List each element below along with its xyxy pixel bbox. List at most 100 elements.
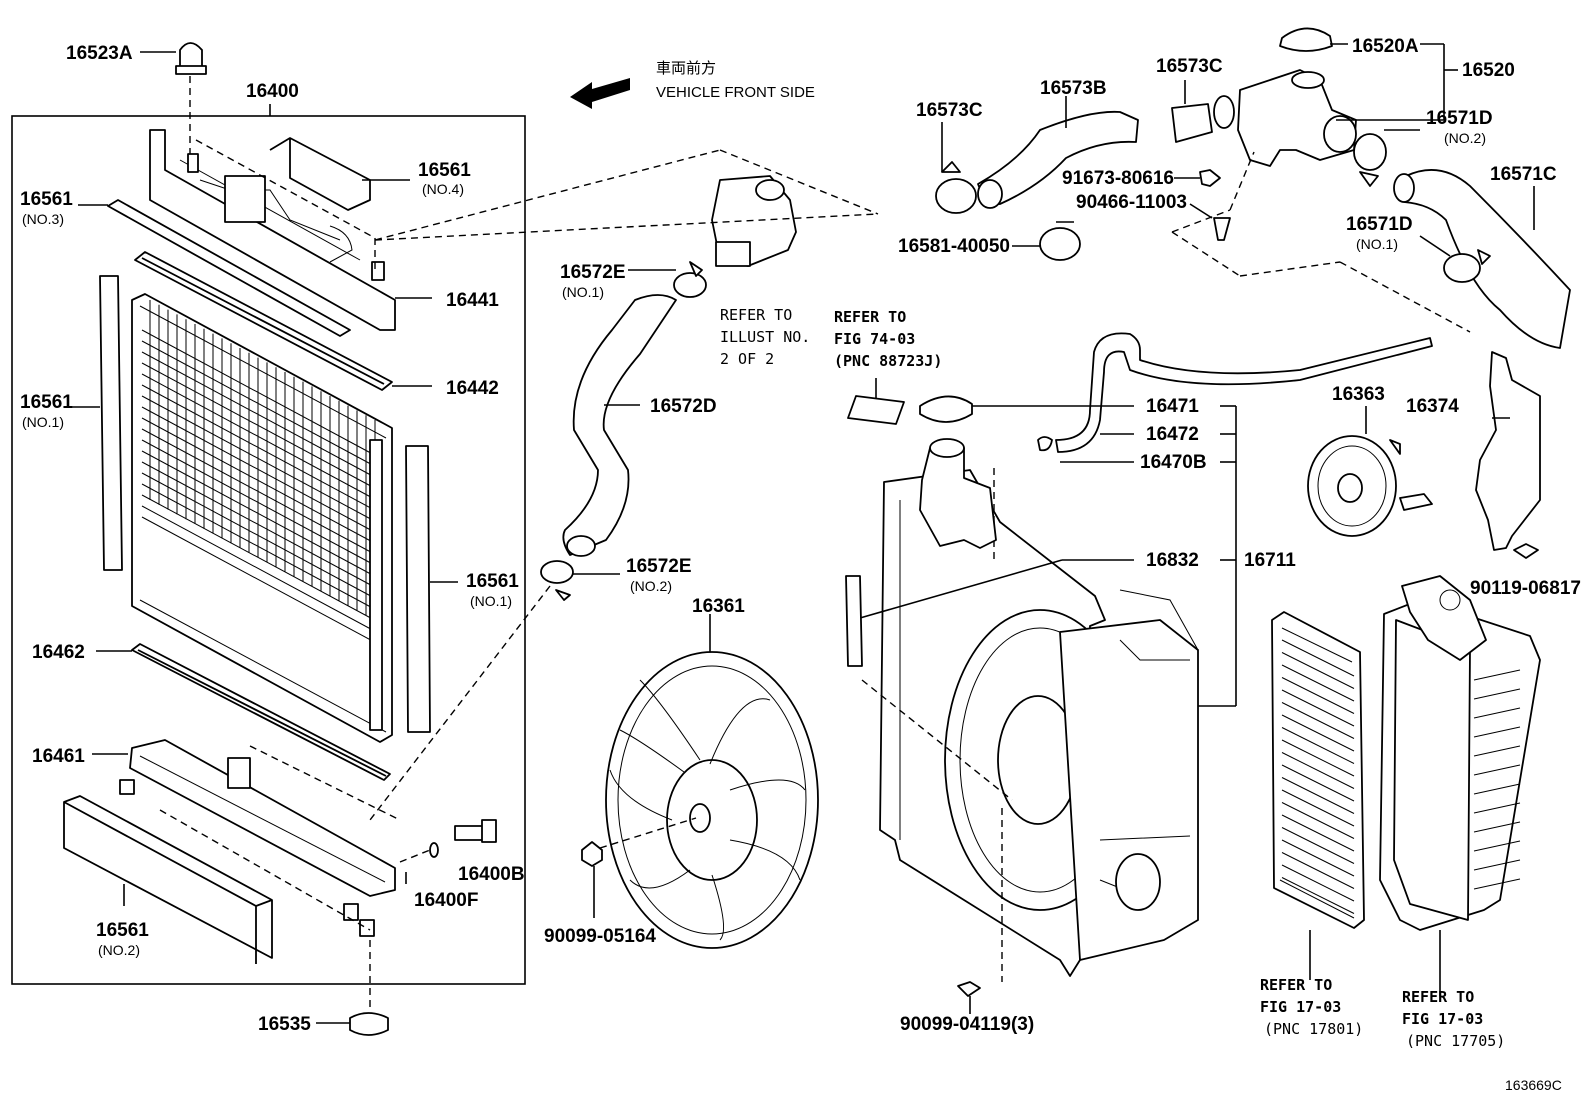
hatch-line (1281, 877, 1355, 914)
radiator-cap-16520A (1279, 27, 1333, 52)
label-16361: 16361 (692, 596, 745, 617)
hatch-line (1281, 852, 1355, 889)
hatch-line (141, 406, 381, 536)
label-90466-11003: 90466-11003 (1076, 192, 1187, 213)
label-16561-no2: 16561 (96, 920, 149, 941)
figure-code: 163669C (1505, 1077, 1562, 1093)
label-90119-06817: 90119-06817 (1470, 578, 1581, 599)
hatch-line (1281, 802, 1355, 839)
label-16400F: 16400F (414, 890, 478, 911)
gasket-16442 (134, 251, 393, 391)
drain-plug-16400B (454, 819, 497, 843)
label-16471: 16471 (1146, 396, 1199, 417)
label-16581-40050: 16581-40050 (898, 236, 1010, 257)
radiator-assembly-frame (11, 115, 526, 985)
label-plate-88723J (847, 395, 905, 425)
fan-16361 (605, 651, 819, 949)
hatch-line (1281, 839, 1355, 877)
hatch-line (1473, 726, 1521, 738)
label-90099-04119: 90099-04119(3) (900, 1014, 1034, 1035)
label-16572E-no2: 16572E (626, 556, 692, 577)
label-16520A: 16520A (1352, 36, 1419, 57)
hatch-line (141, 439, 381, 569)
cushion-16535 (349, 1012, 389, 1036)
illust-note-3: 2 OF 2 (720, 350, 774, 368)
label-16573C-right: 16573C (1156, 56, 1223, 77)
label-16535: 16535 (258, 1014, 311, 1035)
label-16573B: 16573B (1040, 78, 1107, 99)
hatch-line (1473, 707, 1521, 719)
direction-jp: 車両前方 (656, 60, 716, 77)
bolt-90099-04119 (957, 981, 981, 997)
label-no3: (NO.3) (22, 211, 64, 227)
thermostat-housing (711, 175, 797, 267)
label-16363: 16363 (1332, 384, 1385, 405)
fig17a-note-3: (PNC 17801) (1264, 1020, 1363, 1038)
hatch-line (1473, 783, 1521, 795)
label-no1b: (NO.1) (470, 593, 512, 609)
hatch-line (1281, 814, 1355, 852)
hatch-line (1473, 764, 1521, 776)
fig17a-note-1: REFER TO (1260, 976, 1332, 994)
label-16571D-no1: 16571D (1346, 214, 1413, 235)
hatch-line (1473, 745, 1521, 757)
seal-16561-no1-left (99, 275, 123, 571)
fig17b-note-1: REFER TO (1402, 988, 1474, 1006)
water-outlet-16520 (1213, 69, 1357, 167)
hose-clamp-16571D-no1 (1443, 249, 1491, 283)
seal-16561-no3 (107, 199, 351, 337)
label-d-no1: (NO.1) (1356, 236, 1398, 252)
hatch-line (1281, 702, 1355, 739)
hatch-line (1281, 739, 1355, 777)
label-16472: 16472 (1146, 424, 1199, 445)
label-16461: 16461 (32, 746, 85, 767)
hatch-line (141, 351, 381, 481)
hose-clip-16470B (1037, 436, 1053, 452)
hatch-line (1281, 639, 1355, 677)
illust-note-1: REFER TO (720, 306, 792, 324)
hatch-line (1473, 669, 1521, 681)
label-91673-80616: 91673-80616 (1062, 168, 1174, 189)
hatch-line (1281, 677, 1355, 714)
upper-hose-16572D (562, 294, 677, 557)
hatch-line (1281, 864, 1355, 902)
stay-16374 (1475, 351, 1541, 551)
hatch-line (141, 494, 381, 624)
label-16561-no4: 16561 (418, 160, 471, 181)
label-16571C: 16571C (1490, 164, 1557, 185)
upper-tank-16441 (149, 129, 396, 331)
hatch-line (1281, 827, 1355, 864)
label-16571D-no2: 16571D (1426, 108, 1493, 129)
radiator-hose-16573B (977, 110, 1139, 209)
seal-16561-no2 (63, 795, 273, 964)
hatch-line (1281, 777, 1355, 814)
hatch-line (1281, 789, 1355, 827)
hatch-line (1473, 802, 1521, 814)
bolt-90119-06817 (1513, 543, 1539, 559)
label-no1a: (NO.1) (22, 414, 64, 430)
clamp-16581-40050 (1039, 227, 1081, 261)
fan-motor-16363 (1307, 435, 1433, 537)
label-no4: (NO.4) (422, 181, 464, 197)
direction-en: VEHICLE FRONT SIDE (656, 84, 815, 101)
label-16400: 16400 (246, 81, 299, 102)
hose-clamp-16573C-left (935, 161, 977, 214)
hose-clamp-16572E-no2 (540, 560, 574, 601)
label-16573C-left: 16573C (916, 100, 983, 121)
radiator-cap-plug-16523A (175, 42, 207, 75)
fig74-note-2: FIG 74-03 (834, 330, 915, 348)
label-16462: 16462 (32, 642, 85, 663)
hatch-line (141, 395, 381, 525)
radiator-core (131, 293, 393, 743)
air-filter-element-17801 (1271, 611, 1365, 929)
hatch-line (141, 450, 381, 580)
label-16832: 16832 (1146, 550, 1199, 571)
seal-16561-no1-right (405, 445, 431, 733)
vehicle-front-arrow-icon (570, 78, 630, 109)
label-16520: 16520 (1462, 60, 1515, 81)
seal-16561-no4 (269, 137, 371, 211)
label-16561-no1a: 16561 (20, 392, 73, 413)
illust-note-2: ILLUST NO. (720, 328, 810, 346)
hatch-line (1281, 764, 1355, 802)
